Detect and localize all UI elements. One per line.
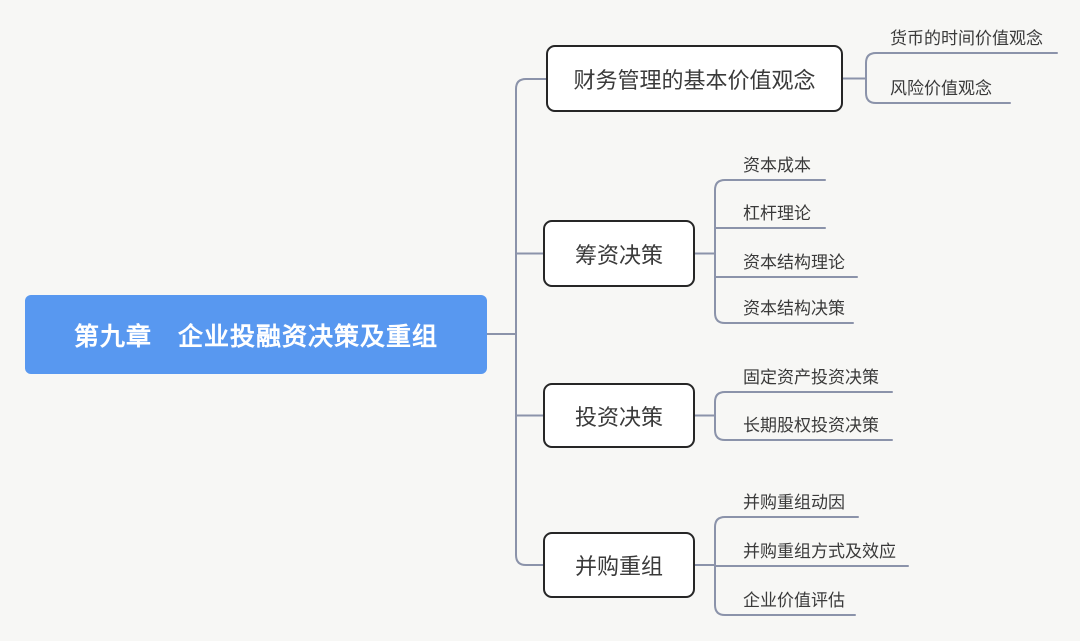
leaf-node-enterprise-valuation[interactable]: 企业价值评估 (743, 591, 845, 611)
leaf-node-capital-structure-theory[interactable]: 资本结构理论 (743, 253, 845, 273)
leaf-node-capital-structure-decision[interactable]: 资本结构决策 (743, 299, 845, 319)
leaf-node-fixed-asset-investment[interactable]: 固定资产投资决策 (743, 368, 879, 388)
leaf-node-long-term-equity-investment[interactable]: 长期股权投资决策 (743, 416, 879, 436)
root-node-chapter[interactable]: 第九章 企业投融资决策及重组 (25, 295, 487, 374)
leaf-node-time-value-of-money[interactable]: 货币的时间价值观念 (890, 29, 1043, 49)
trunk-line (515, 78, 547, 566)
leaf-node-leverage-theory[interactable]: 杠杆理论 (743, 204, 811, 224)
branch-node-financing-decision[interactable]: 筹资决策 (543, 220, 695, 287)
leaf-node-ma-motives[interactable]: 并购重组动因 (743, 493, 845, 513)
leaf-node-cost-of-capital[interactable]: 资本成本 (743, 156, 811, 176)
branch1-leaf-lines (865, 52, 1058, 104)
branch2-leaf-lines-outer (714, 179, 854, 324)
branch3-leaf-lines (714, 391, 893, 441)
branch-node-investment-decision[interactable]: 投资决策 (543, 383, 695, 448)
branch-node-basic-value-concepts[interactable]: 财务管理的基本价值观念 (546, 45, 843, 112)
leaf-node-risk-value[interactable]: 风险价值观念 (890, 79, 992, 99)
leaf-node-ma-methods-effects[interactable]: 并购重组方式及效应 (743, 542, 896, 562)
branch-node-ma-restructuring[interactable]: 并购重组 (543, 532, 695, 598)
